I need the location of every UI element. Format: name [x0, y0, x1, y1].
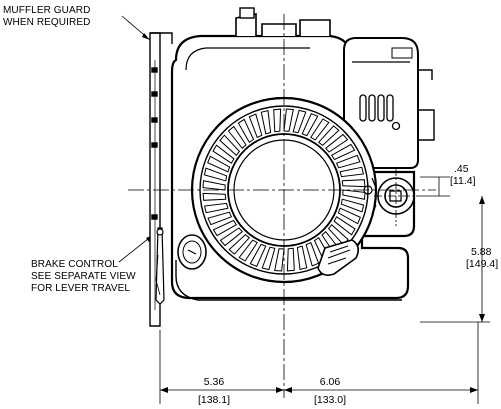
screen-slot [228, 233, 251, 255]
screen-slot [219, 227, 244, 247]
screen-slot [283, 108, 294, 132]
screen-slot [296, 245, 308, 271]
screen-slot [260, 109, 272, 135]
screen-slot [301, 113, 319, 137]
center-lines [128, 14, 436, 398]
screen-slot [202, 180, 226, 191]
screen-slot [227, 125, 247, 150]
screen-slot [203, 167, 228, 182]
screen-slot [305, 241, 320, 267]
screen-slot [207, 155, 231, 173]
oil-fill-cap [177, 234, 207, 270]
dim-width-right-inch: 6.06 [320, 376, 341, 388]
screen-slot [203, 202, 229, 214]
starter-handle [317, 239, 360, 276]
muffler-guard-label-line2: WHEN REQUIRED [3, 17, 90, 28]
screen-slot [333, 216, 356, 236]
dimension-arrowheads [160, 196, 485, 393]
screen-slot [238, 239, 258, 262]
screen-slot [207, 211, 233, 226]
screen-slot [248, 113, 263, 139]
muffler-guard-arrowhead [142, 33, 150, 40]
dim-width-left-mm: [138.1] [198, 394, 230, 406]
screen-slot [237, 118, 255, 144]
screen-slot [273, 108, 282, 133]
dim-offset-mm: [11.4] [450, 175, 476, 187]
brake-control-label-line3: FOR LEVER TRAVEL [31, 283, 130, 294]
screen-slot [274, 248, 285, 272]
dim-offset-inch: .45 [454, 163, 469, 175]
dim-height-mm: [149.4] [466, 258, 498, 270]
screen-slot [292, 109, 307, 134]
screen-slot [324, 133, 349, 153]
dim-width-left-inch: 5.36 [204, 376, 225, 388]
screen-slot [212, 144, 235, 164]
screen-slot [330, 143, 356, 161]
dim-width-right-mm: [133.0] [314, 394, 346, 406]
screen-slot [339, 166, 365, 178]
screen-slot [341, 179, 366, 188]
screen-slot [317, 125, 340, 147]
screen-slot [202, 192, 227, 201]
muffler-guard-label-line1: MUFFLER GUARD [3, 5, 90, 16]
brake-control-label-line1: BRAKE CONTROL [31, 259, 118, 270]
brake-control-label-line2: SEE SEPARATE VIEW [31, 271, 136, 282]
screen-slot [340, 198, 365, 213]
dimension-lines [159, 176, 490, 404]
screen-slot [335, 154, 361, 169]
screen-slot [286, 247, 295, 272]
screen-slot [342, 189, 366, 200]
screen-slot [337, 207, 361, 225]
screen-slot [310, 118, 330, 141]
brake-control-lever [155, 227, 165, 305]
screen-slot [261, 246, 276, 271]
screen-slot [219, 134, 241, 157]
screen-slot [249, 243, 267, 267]
dim-height-inch: 5.88 [471, 246, 492, 258]
screen-slot [212, 219, 238, 237]
